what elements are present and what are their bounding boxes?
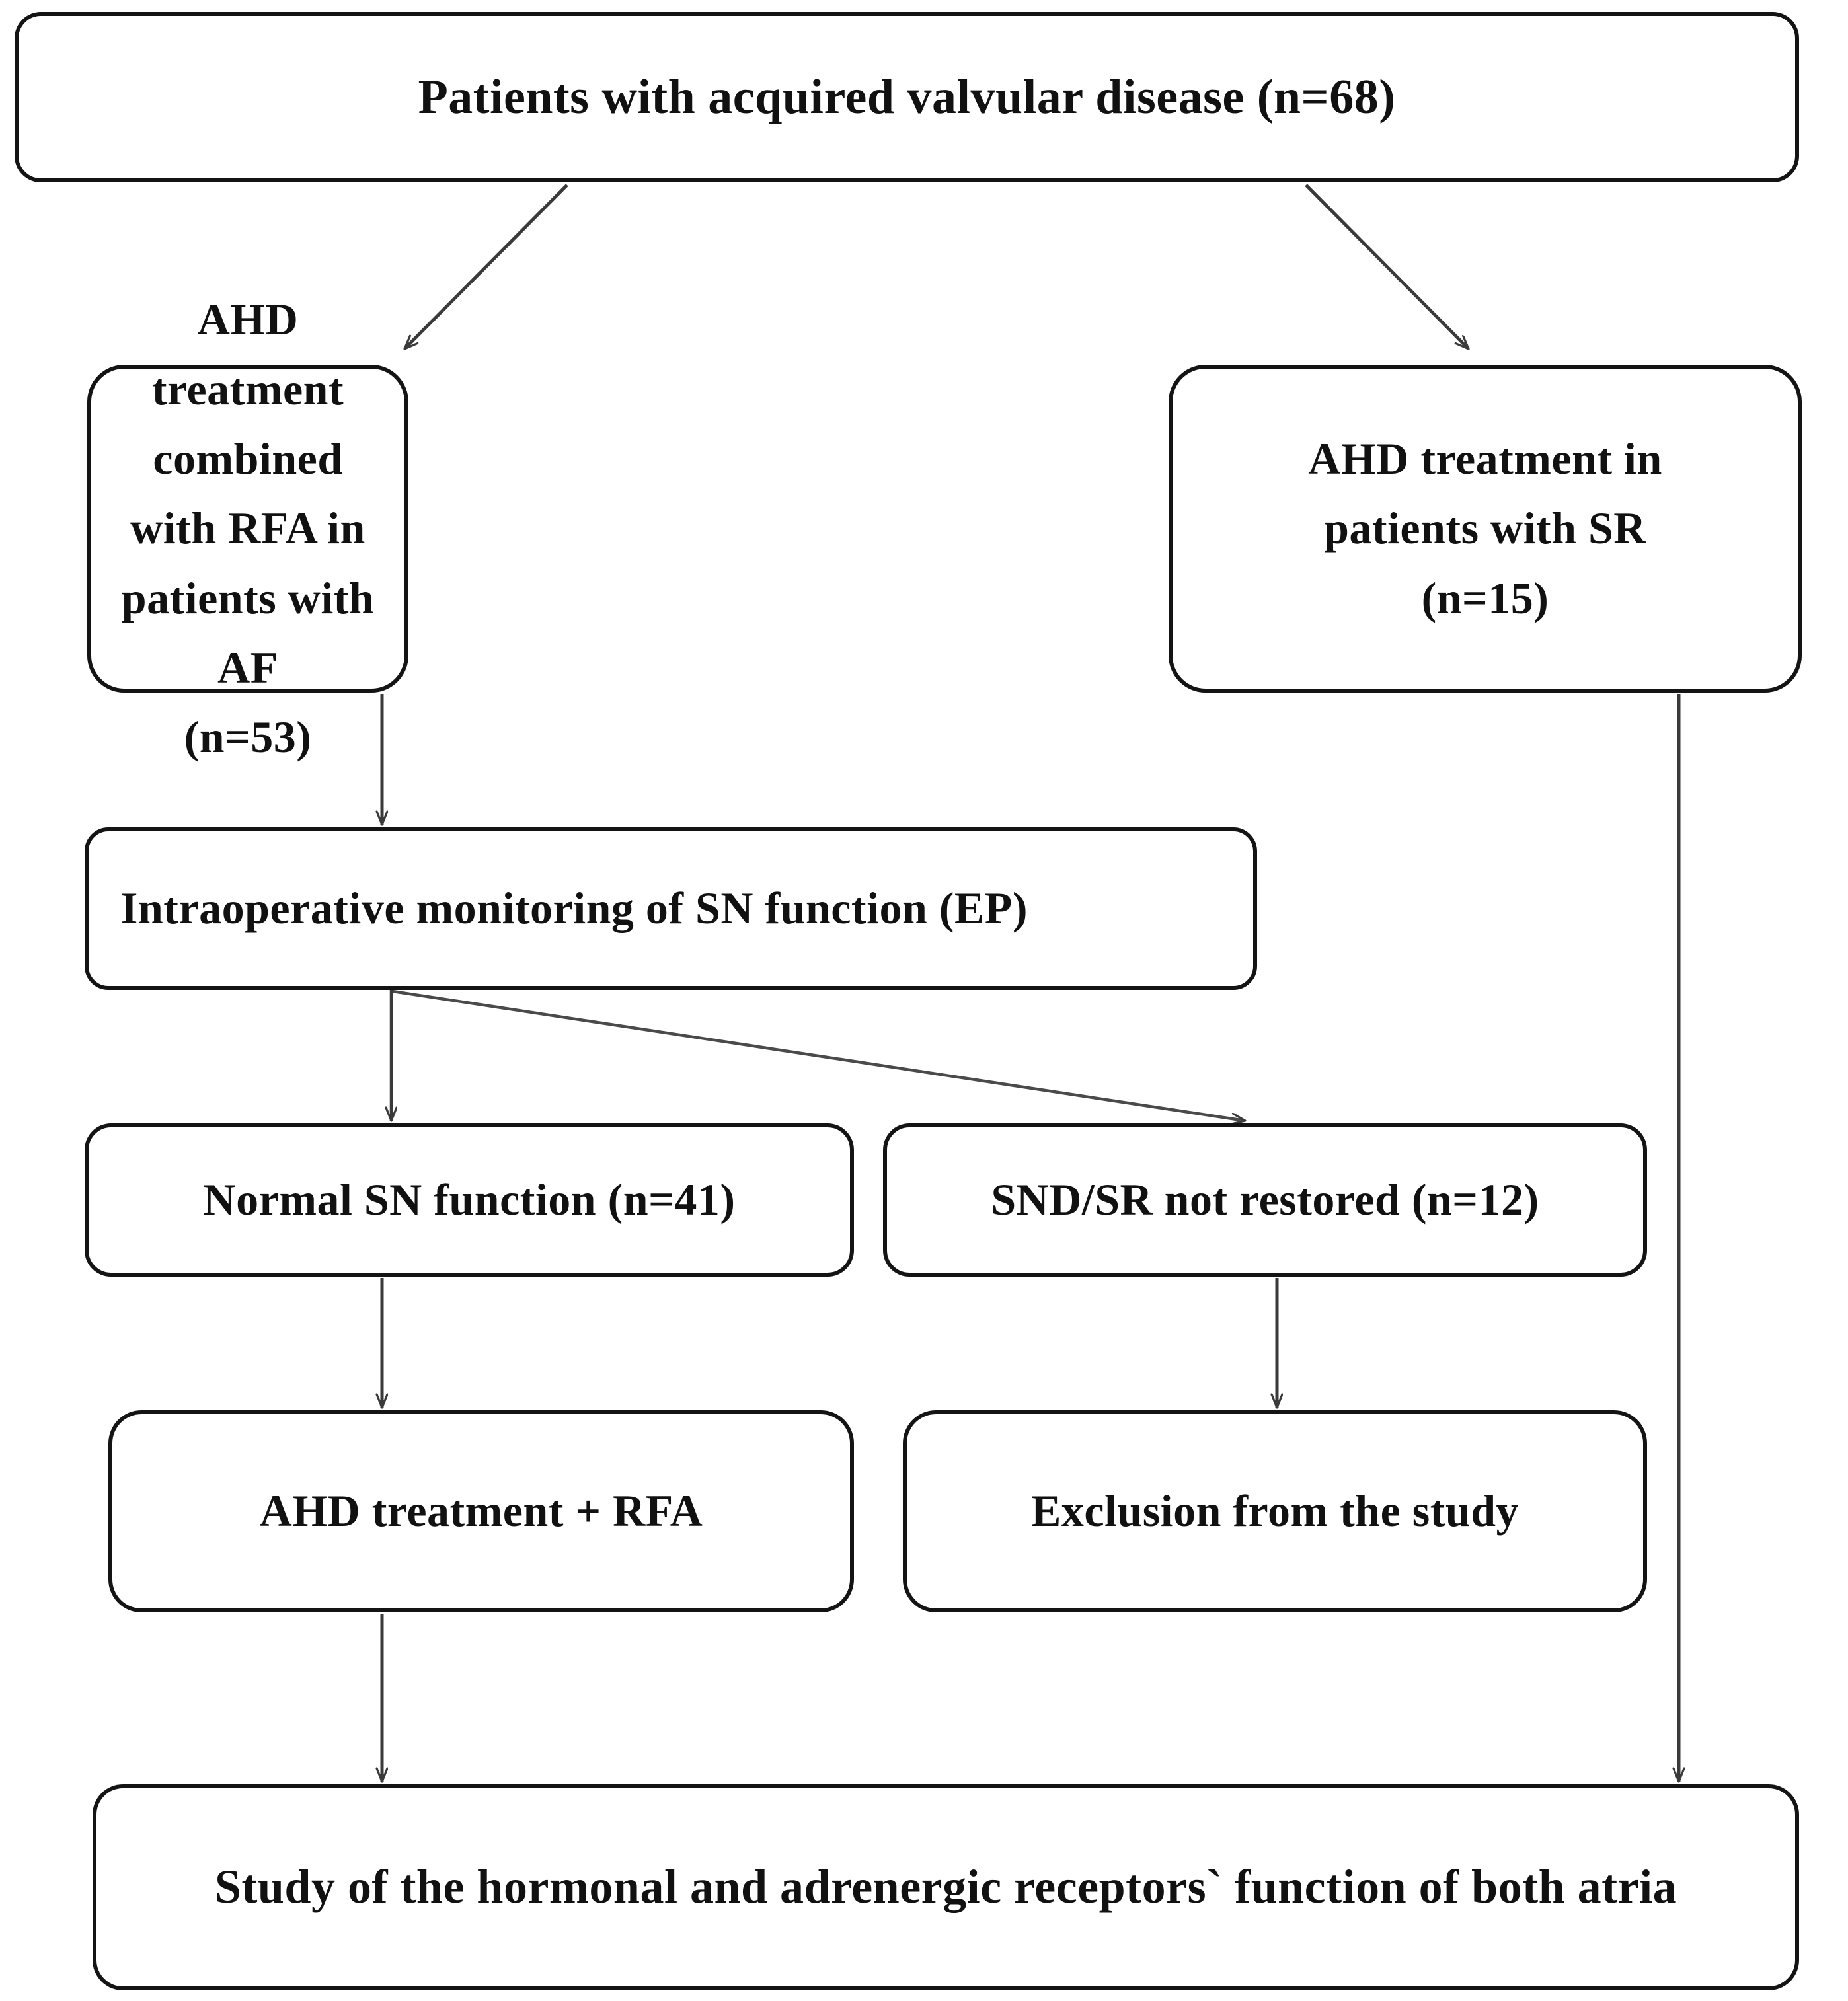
node-root-label: Patients with acquired valvular disease …: [418, 69, 1396, 124]
node-ep-label: Intraoperative monitoring of SN function…: [120, 883, 1028, 934]
node-excl-label: Exclusion from the study: [1030, 1486, 1520, 1536]
node-sr-label: AHD treatment in patients with SR (n=15): [1308, 433, 1662, 623]
edge-ep-to-snd: [392, 989, 1245, 1121]
node-ahd-treatment-sr[interactable]: AHD treatment in patients with SR (n=15): [1169, 365, 1802, 693]
node-snd-sr-not-restored[interactable]: SND/SR not restored (n=12): [883, 1123, 1647, 1277]
node-af-label: AHD treatment combined with RFA in patie…: [121, 294, 375, 763]
node-study-hormonal-adrenergic-receptors[interactable]: Study of the hormonal and adrenergic rec…: [93, 1784, 1799, 1990]
node-snd-label: SND/SR not restored (n=12): [991, 1174, 1539, 1225]
node-patients-acquired-valvular-disease[interactable]: Patients with acquired valvular disease …: [15, 12, 1799, 182]
node-intraoperative-monitoring-sn-function[interactable]: Intraoperative monitoring of SN function…: [85, 827, 1257, 990]
edge-root-to-sr: [1305, 184, 1470, 350]
node-exclusion-from-study[interactable]: Exclusion from the study: [903, 1410, 1647, 1612]
node-rfa-label: AHD treatment + RFA: [259, 1486, 703, 1536]
node-final-label: Study of the hormonal and adrenergic rec…: [214, 1860, 1677, 1914]
node-ahd-treatment-rfa-af[interactable]: AHD treatment combined with RFA in patie…: [87, 294, 408, 762]
node-normal-label: Normal SN function (n=41): [203, 1174, 736, 1225]
node-normal-sn-function[interactable]: Normal SN function (n=41): [85, 1123, 854, 1277]
node-ahd-treatment-plus-rfa[interactable]: AHD treatment + RFA: [108, 1410, 854, 1612]
edge-root-to-af: [403, 184, 568, 350]
